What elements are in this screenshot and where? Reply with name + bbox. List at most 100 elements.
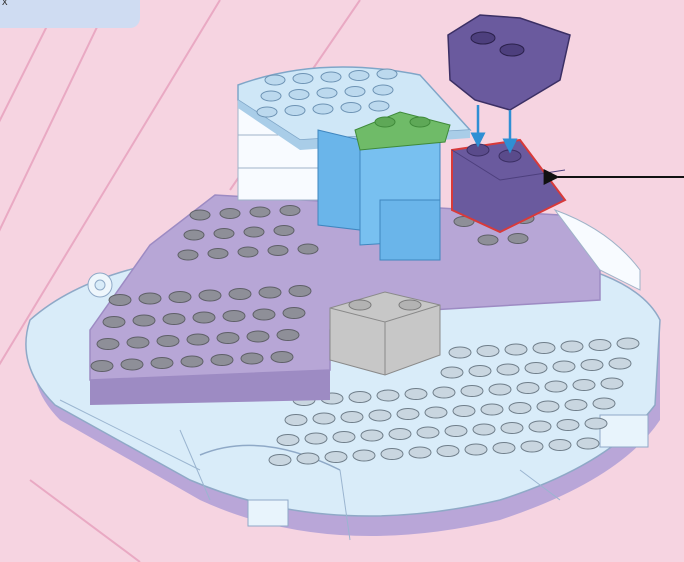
stud	[259, 287, 281, 298]
stud	[157, 336, 179, 347]
stud	[313, 104, 333, 114]
stud	[478, 235, 498, 245]
stud	[361, 430, 383, 441]
stud	[377, 69, 397, 79]
stud	[280, 206, 300, 216]
stud	[453, 406, 475, 417]
stud	[581, 360, 603, 371]
stud	[321, 72, 341, 82]
stud	[253, 309, 275, 320]
stud	[617, 338, 639, 349]
stud	[163, 314, 185, 325]
stud	[441, 367, 463, 378]
stud	[199, 290, 221, 301]
stud	[223, 311, 245, 322]
stud	[250, 207, 270, 217]
stud	[345, 87, 365, 97]
stud	[549, 440, 571, 451]
stud	[545, 381, 567, 392]
stud	[184, 230, 204, 240]
stud	[409, 447, 431, 458]
stud	[277, 330, 299, 341]
stud	[425, 407, 447, 418]
stud	[109, 295, 131, 306]
stud	[283, 308, 305, 319]
stud	[589, 340, 611, 351]
stud	[297, 453, 319, 464]
stud	[445, 426, 467, 437]
stud	[289, 90, 309, 100]
stud	[561, 341, 583, 352]
stud	[573, 380, 595, 391]
stud	[220, 209, 240, 219]
stud	[274, 226, 294, 236]
stud	[187, 334, 209, 345]
stud	[139, 293, 161, 304]
stud	[169, 292, 191, 303]
stud	[178, 250, 198, 260]
callout-box	[0, 0, 140, 28]
stud	[577, 438, 599, 449]
stud	[257, 107, 277, 117]
flower-piece	[88, 273, 112, 297]
stud	[565, 400, 587, 411]
stud	[277, 435, 299, 446]
stud	[229, 289, 251, 300]
stud	[433, 387, 455, 398]
stud	[313, 413, 335, 424]
stud	[437, 446, 459, 457]
stud	[269, 455, 291, 466]
stud	[121, 359, 143, 370]
stud	[557, 420, 579, 431]
stud	[325, 452, 347, 463]
stud	[465, 444, 487, 455]
stud	[601, 378, 623, 389]
callout-mark: x	[2, 0, 8, 8]
stud	[341, 412, 363, 423]
stud	[97, 339, 119, 350]
stud	[217, 333, 239, 344]
stud	[333, 432, 355, 443]
stud	[244, 227, 264, 237]
stud	[529, 421, 551, 432]
placement-arrows	[478, 105, 510, 146]
stud	[208, 249, 228, 259]
stud	[585, 418, 607, 429]
stud	[298, 244, 318, 254]
stud	[481, 404, 503, 415]
stud	[369, 101, 389, 111]
stud	[293, 74, 313, 84]
stud	[238, 247, 258, 257]
stud	[341, 103, 361, 113]
stud	[268, 246, 288, 256]
stud	[553, 361, 575, 372]
new-dark-purple-corner-plate	[448, 15, 570, 110]
stud	[214, 229, 234, 239]
stud	[271, 352, 293, 363]
stud	[151, 358, 173, 369]
stud	[349, 392, 371, 403]
stud	[289, 286, 311, 297]
stud	[317, 88, 337, 98]
stud	[389, 429, 411, 440]
stud	[91, 361, 113, 372]
stud	[181, 356, 203, 367]
stud	[417, 427, 439, 438]
stud	[405, 389, 427, 400]
stud	[593, 398, 615, 409]
stud	[397, 409, 419, 420]
stud	[537, 401, 559, 412]
stud	[493, 443, 515, 454]
stud	[505, 344, 527, 355]
stud	[193, 312, 215, 323]
stud	[497, 364, 519, 375]
stud	[477, 346, 499, 357]
stud	[261, 91, 281, 101]
stud	[461, 386, 483, 397]
stud	[469, 366, 491, 377]
stud	[449, 347, 471, 358]
stud	[489, 384, 511, 395]
stud	[247, 331, 269, 342]
